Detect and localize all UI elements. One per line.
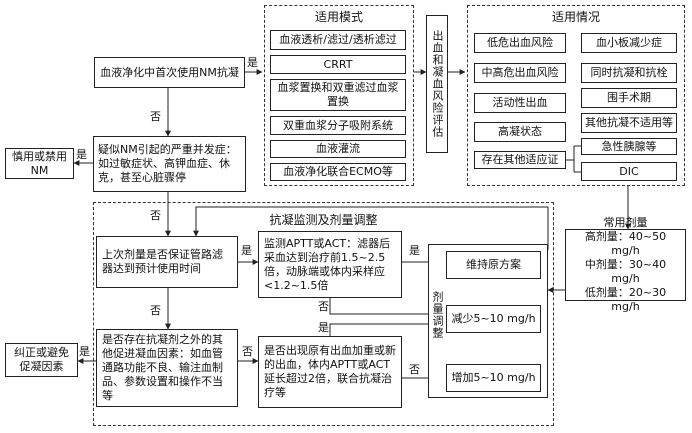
bleeding-question-box: 是否出现原有出血加重或新的出血，体内APTT或ACT延长超过2倍，联合抗凝治疗等 bbox=[258, 336, 402, 408]
bleeding-question-text: 是否出现原有出血加重或新的出血，体内APTT或ACT延长超过2倍，联合抗凝治疗等 bbox=[264, 344, 396, 399]
indication-item: DIC bbox=[581, 162, 677, 181]
mode-label: 血液净化联合ECMO等 bbox=[283, 165, 393, 178]
monitor-text: 监测APTT或ACT：滤器后采血达到治疗前1.5~2.5倍，动脉端或体内采样应<… bbox=[264, 236, 391, 292]
dose-title: 常用剂量 bbox=[603, 216, 648, 229]
reduce-dose-text: 减少5~10 mg/h bbox=[451, 312, 536, 325]
label-yes-monitor: 是 bbox=[409, 244, 420, 257]
indication-label: 血小板减少症 bbox=[596, 36, 662, 49]
label-no-start: 否 bbox=[150, 110, 161, 123]
indication-label: 低危出血风险 bbox=[487, 36, 553, 49]
mode-label: 双重血浆分子吸附系统 bbox=[283, 118, 393, 132]
dose-mid: 中剂量：30~40 mg/h bbox=[584, 258, 667, 285]
mode-item: 血浆置换和双重滤过血浆置换 bbox=[270, 79, 406, 111]
indication-item: 存在其他适应证 bbox=[474, 151, 566, 169]
indications-group bbox=[467, 5, 685, 186]
indication-item: 同时抗凝和抗栓 bbox=[581, 63, 677, 83]
indication-label: 活动性出血 bbox=[492, 96, 548, 109]
dose-high: 高剂量：40~50 mg/h bbox=[584, 230, 667, 257]
bleeding-assessment-box: 出血和凝血风险评估 bbox=[426, 15, 448, 153]
mode-item: CRRT bbox=[270, 55, 406, 74]
caution-text: 慎用或禁用NM bbox=[12, 149, 67, 177]
indication-label: 围手术期 bbox=[607, 91, 651, 104]
label-no-dose: 否 bbox=[150, 304, 161, 317]
dose-adjust-title-box: 剂量调整 bbox=[430, 280, 444, 350]
indication-item: 血小板减少症 bbox=[581, 33, 677, 53]
other-factors-question-text: 是否存在抗凝剂之外的其他促进凝血因素：如血管通路功能不良、输注血制品、参数设置和… bbox=[102, 333, 223, 402]
correct-factors-box: 纠正或避免促凝因素 bbox=[5, 343, 78, 377]
label-no-bleed: 否 bbox=[409, 363, 420, 376]
indication-item: 急性胰腺等 bbox=[581, 138, 677, 155]
previous-dose-question-text: 上次剂量是否保证管路滤器达到预计使用时间 bbox=[102, 248, 223, 275]
dose-box: 常用剂量 高剂量：40~50 mg/h 中剂量：30~40 mg/h 低剂量：2… bbox=[565, 216, 686, 313]
suspect-complication-box: 疑似NM引起的严重并发症：如过敏症状、高钾血症、休克，甚至心脏骤停 bbox=[93, 136, 246, 192]
keep-plan-text: 维持原方案 bbox=[466, 258, 521, 271]
correct-factors-text: 纠正或避免促凝因素 bbox=[14, 346, 69, 373]
label-yes-suspect: 是 bbox=[76, 148, 87, 161]
indication-item: 高凝状态 bbox=[474, 122, 566, 142]
other-factors-question-box: 是否存在抗凝剂之外的其他促进凝血因素：如血管通路功能不良、输注血制品、参数设置和… bbox=[96, 329, 238, 407]
mode-item: 双重血浆分子吸附系统 bbox=[270, 116, 406, 135]
monitoring-title: 抗凝监测及剂量调整 bbox=[269, 213, 378, 227]
label-yes-dose: 是 bbox=[241, 244, 252, 257]
start-text: 血液净化中首次使用NM抗凝 bbox=[100, 65, 239, 79]
start-box: 血液净化中首次使用NM抗凝 bbox=[94, 57, 245, 88]
indications-title: 适用情况 bbox=[551, 10, 600, 24]
label-no-suspect: 否 bbox=[150, 209, 161, 222]
modes-title: 适用模式 bbox=[314, 10, 363, 24]
mode-label: 血浆置换和双重滤过血浆置换 bbox=[277, 81, 399, 108]
increase-dose-text: 增加5~10 mg/h bbox=[451, 371, 536, 384]
indication-item: 围手术期 bbox=[581, 88, 677, 108]
monitor-box: 监测APTT或ACT：滤器后采血达到治疗前1.5~2.5倍，动脉端或体内采样应<… bbox=[258, 231, 402, 298]
label-no-monitor: 否 bbox=[318, 300, 329, 313]
dose-adjust-title: 剂量调整 bbox=[431, 291, 444, 339]
suspect-text: 疑似NM引起的严重并发症：如过敏症状、高钾血症、休克，甚至心脏骤停 bbox=[98, 143, 237, 184]
modes-group bbox=[264, 5, 414, 186]
mode-label: 血液灌流 bbox=[316, 142, 360, 155]
mode-item: 血液灌流 bbox=[270, 140, 406, 158]
indication-label: 同时抗凝和抗栓 bbox=[590, 66, 668, 79]
indication-item: 其他抗凝不适用等 bbox=[581, 113, 677, 133]
label-no-other: 否 bbox=[242, 345, 253, 358]
mode-label: CRRT bbox=[323, 57, 353, 71]
indication-label: 存在其他适应证 bbox=[481, 153, 559, 166]
indication-item: 中高危出血风险 bbox=[474, 63, 566, 83]
bleeding-assessment-text: 出血和凝血风险评估 bbox=[431, 30, 444, 138]
label-yes-other: 是 bbox=[79, 345, 90, 358]
indication-label: 其他抗凝不适用等 bbox=[585, 116, 673, 129]
dose-low: 低剂量：20~30 mg/h bbox=[584, 286, 667, 313]
indication-label: 高凝状态 bbox=[498, 125, 542, 138]
indication-item: 低危出血风险 bbox=[474, 33, 566, 53]
mode-label: 血液透析/滤过/透析滤过 bbox=[279, 33, 397, 46]
reduce-dose-box: 减少5~10 mg/h bbox=[446, 305, 541, 333]
indication-item: 活动性出血 bbox=[474, 93, 566, 113]
indication-label: 急性胰腺等 bbox=[601, 139, 657, 153]
increase-dose-box: 增加5~10 mg/h bbox=[446, 364, 541, 392]
mode-item: 血液透析/滤过/透析滤过 bbox=[270, 30, 406, 50]
mode-item: 血液净化联合ECMO等 bbox=[270, 163, 406, 181]
indication-label: 中高危出血风险 bbox=[481, 66, 559, 79]
label-yes-bleed: 是 bbox=[318, 321, 329, 334]
monitoring-group bbox=[93, 202, 554, 426]
indication-label: DIC bbox=[619, 164, 639, 178]
keep-plan-box: 维持原方案 bbox=[446, 251, 541, 279]
caution-box: 慎用或禁用NM bbox=[5, 148, 74, 179]
label-yes-start: 是 bbox=[247, 56, 258, 69]
previous-dose-question-box: 上次剂量是否保证管路滤器达到预计使用时间 bbox=[96, 236, 238, 288]
